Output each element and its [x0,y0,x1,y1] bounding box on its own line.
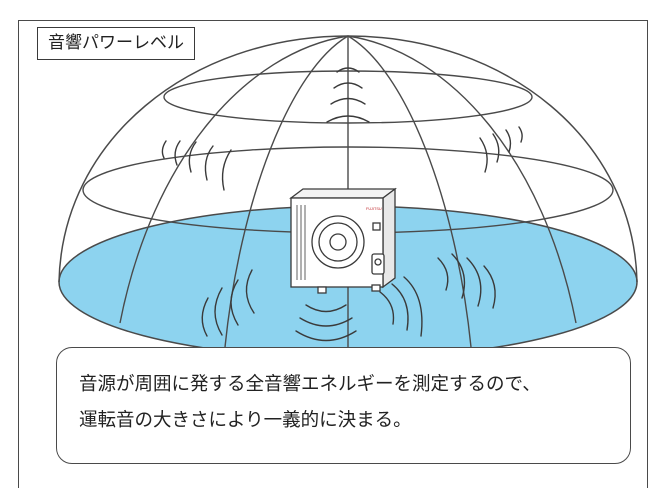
dome-meridians [119,35,577,357]
wave-arc [466,257,482,307]
wave-arc [330,97,366,105]
meridian-right-outer [347,35,577,324]
wave-arc [505,129,512,153]
unit-brand-logo: FUJITSU [366,207,382,211]
unit-pipe-port [374,258,382,266]
sound-waves [161,67,523,342]
unit-foot-left [317,286,327,294]
wave-arc [326,115,370,123]
wave-arc [161,140,167,159]
caption-line-1: 音源が周囲に発する全音響エネルギーを測定するので、 [79,374,541,395]
unit-side-face [382,187,396,289]
wave-arc [214,287,223,336]
outdoor-unit [289,187,397,294]
wave-arc [204,145,214,181]
wave-arc [299,317,353,327]
wave-arc [174,140,181,166]
title-label: 音響パワーレベル [37,27,195,60]
unit-panel [372,222,381,231]
wave-arc [201,297,209,337]
wave-arc [437,257,449,291]
caption-box: 音源が周囲に発する全音響エネルギーを測定するので、 運転音の大きさにより一義的に… [56,347,631,464]
meridian-left-outer [119,35,349,324]
wave-arc [230,279,239,326]
caption-line-2: 運転音の大きさにより一義的に決まる。 [79,410,412,431]
wave-arc [333,82,363,89]
wave-arc [295,330,357,342]
wave-arc [403,276,423,337]
wave-arc [391,283,409,331]
figure-frame [18,20,648,488]
wave-arc [483,265,496,309]
unit-top-face [289,188,397,199]
wave-arc [245,269,255,314]
wave-arc [221,149,232,191]
wave-arc [336,67,360,73]
wave-arc [451,253,466,299]
wave-arc [492,133,500,163]
wave-arc [188,141,197,173]
wave-arc [518,126,523,143]
unit-foot-right [371,284,381,292]
wave-arc [379,291,395,325]
wave-arc [479,137,488,173]
wave-arc [305,304,347,313]
unit-fan-ring [318,222,358,262]
unit-fan-hub [329,233,347,251]
